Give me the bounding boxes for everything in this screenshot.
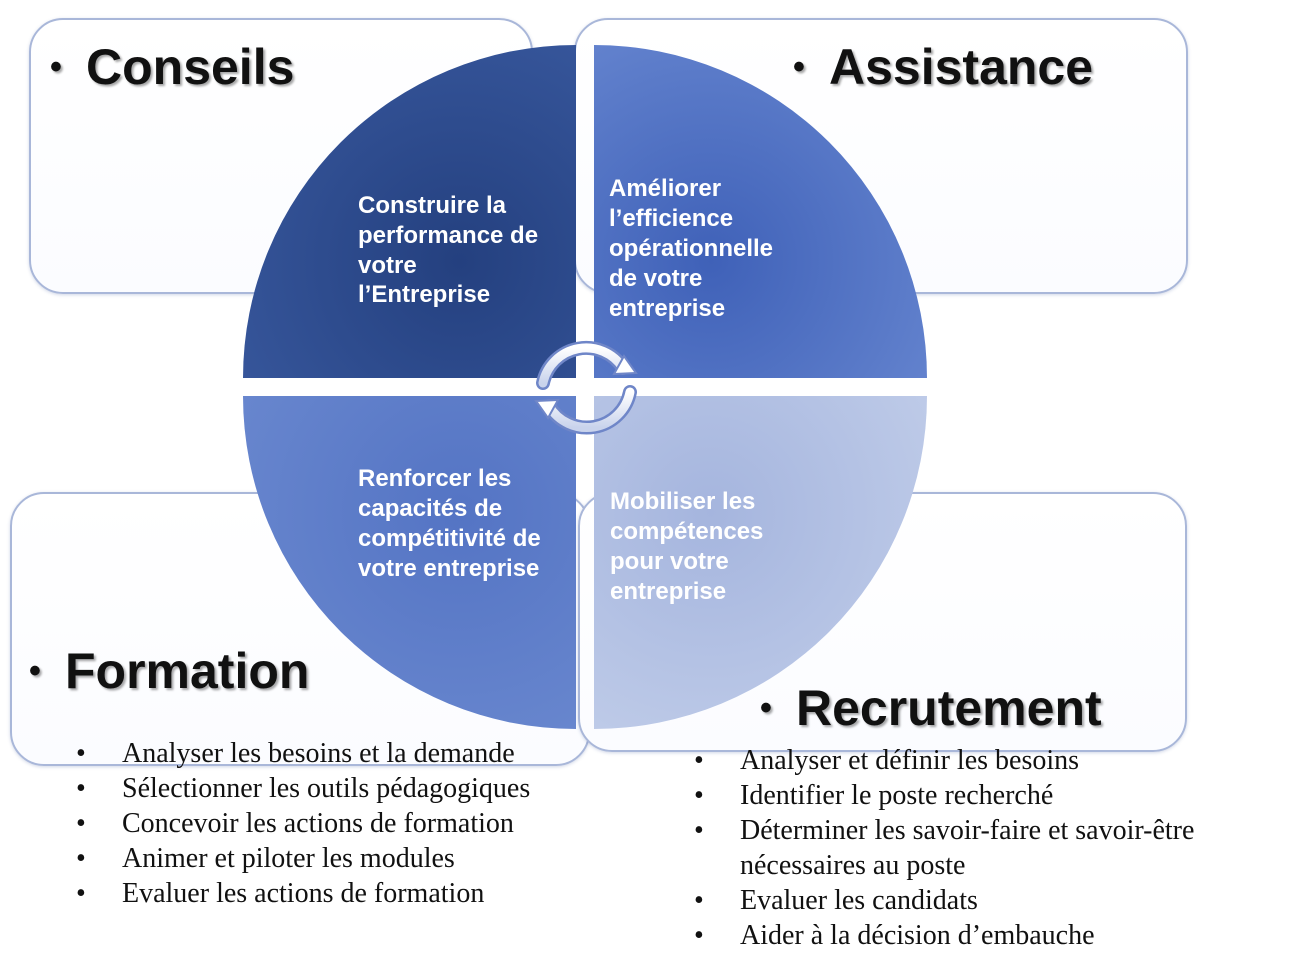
quadrant-text-line: performance de xyxy=(358,222,538,249)
quadrant-bottom-left-text: Renforcer les capacités de compétitivité… xyxy=(358,465,547,582)
list-bullet: • xyxy=(76,843,86,874)
formation-heading: • Formation xyxy=(29,646,309,696)
conseils-title: Conseils xyxy=(86,39,295,95)
assistance-heading: • Assistance xyxy=(793,42,1093,92)
list-bullet: • xyxy=(694,885,704,916)
quadrant-text-line: l’efficience xyxy=(609,205,733,232)
list-item: • Evaluer les actions de formation xyxy=(72,876,530,911)
list-bullet: • xyxy=(694,745,704,776)
quadrant-bottom-left xyxy=(243,396,576,729)
list-item-text: Evaluer les actions de formation xyxy=(122,878,485,909)
quadrant-text-line: Construire la xyxy=(358,192,507,219)
heading-bullet: • xyxy=(50,48,62,86)
quadrant-text-line: de votre xyxy=(609,265,702,292)
list-item-text: Déterminer les savoir-faire et savoir-êt… xyxy=(740,815,1195,846)
quadrant-text-line: entreprise xyxy=(609,295,725,322)
list-item: • Analyser les besoins et la demande xyxy=(72,736,530,771)
quadrant-text-line: opérationnelle xyxy=(609,235,773,262)
quadrant-text-line: capacités de xyxy=(358,495,502,522)
list-item-continuation: nécessaires au poste xyxy=(690,848,1194,883)
formation-list: • Analyser les besoins et la demande • Sél… xyxy=(72,736,530,911)
quadrant-text-line: pour votre xyxy=(610,548,729,575)
quadrant-bottom-right xyxy=(594,396,927,729)
list-item: • Concevoir les actions de formation xyxy=(72,806,530,841)
quadrant-text-line: Mobiliser les xyxy=(610,488,755,515)
formation-title: Formation xyxy=(65,643,310,699)
heading-bullet: • xyxy=(29,652,41,690)
list-item-text: Evaluer les candidats xyxy=(740,885,978,916)
list-bullet: • xyxy=(694,780,704,811)
quadrant-bottom-right-text: Mobiliser les compétences pour votre ent… xyxy=(610,488,770,605)
list-item: • Sélectionner les outils pédagogiques xyxy=(72,771,530,806)
conseils-heading: • Conseils xyxy=(50,42,294,92)
quadrant-text-line: votre xyxy=(358,252,417,279)
list-bullet: • xyxy=(76,808,86,839)
list-bullet: • xyxy=(694,815,704,846)
quadrant-top-right xyxy=(594,45,927,378)
list-item: • Analyser et définir les besoins xyxy=(690,743,1194,778)
quadrant-top-left-text: Construire la performance de votre l’Ent… xyxy=(358,192,545,308)
list-bullet: • xyxy=(76,878,86,909)
quadrant-text-line: compétitivité de xyxy=(358,525,541,552)
list-item-text: Animer et piloter les modules xyxy=(122,843,455,874)
quadrant-text-line: compétences xyxy=(610,518,763,545)
list-item: • Identifier le poste recherché xyxy=(690,778,1194,813)
quadrant-top-right-text: Améliorer l’efficience opérationnelle de… xyxy=(609,175,780,322)
heading-bullet: • xyxy=(760,689,772,727)
cycle-arrows-icon xyxy=(534,340,638,435)
recrutement-title: Recrutement xyxy=(796,680,1102,736)
list-bullet: • xyxy=(76,738,86,769)
list-item-text: Analyser et définir les besoins xyxy=(740,745,1080,776)
list-item-text: Sélectionner les outils pédagogiques xyxy=(122,773,531,804)
list-bullet: • xyxy=(694,920,704,951)
quadrant-text-line: votre entreprise xyxy=(358,555,539,582)
assistance-title: Assistance xyxy=(829,39,1094,95)
list-item-text: Identifier le poste recherché xyxy=(740,780,1054,811)
list-item-text: Analyser les besoins et la demande xyxy=(122,738,515,769)
heading-bullet: • xyxy=(793,48,805,86)
quadrant-top-left xyxy=(243,45,576,378)
list-item-text: Aider à la décision d’embauche xyxy=(740,920,1095,951)
list-bullet: • xyxy=(76,773,86,804)
quadrant-text-line: l’Entreprise xyxy=(358,281,490,308)
list-item-text: Concevoir les actions de formation xyxy=(122,808,514,839)
list-item-text: nécessaires au poste xyxy=(740,850,966,881)
quadrant-text-line: Renforcer les xyxy=(358,465,511,492)
recrutement-heading: • Recrutement xyxy=(760,683,1102,733)
quadrant-text-line: Améliorer xyxy=(609,175,721,202)
list-item: • Déterminer les savoir-faire et savoir-ê… xyxy=(690,813,1194,848)
quadrant-text-line: entreprise xyxy=(610,578,726,605)
recrutement-list: • Analyser et définir les besoins • Identi… xyxy=(690,743,1194,953)
list-item: • Evaluer les candidats xyxy=(690,883,1194,918)
list-item: • Animer et piloter les modules xyxy=(72,841,530,876)
list-item: • Aider à la décision d’embauche xyxy=(690,918,1194,953)
